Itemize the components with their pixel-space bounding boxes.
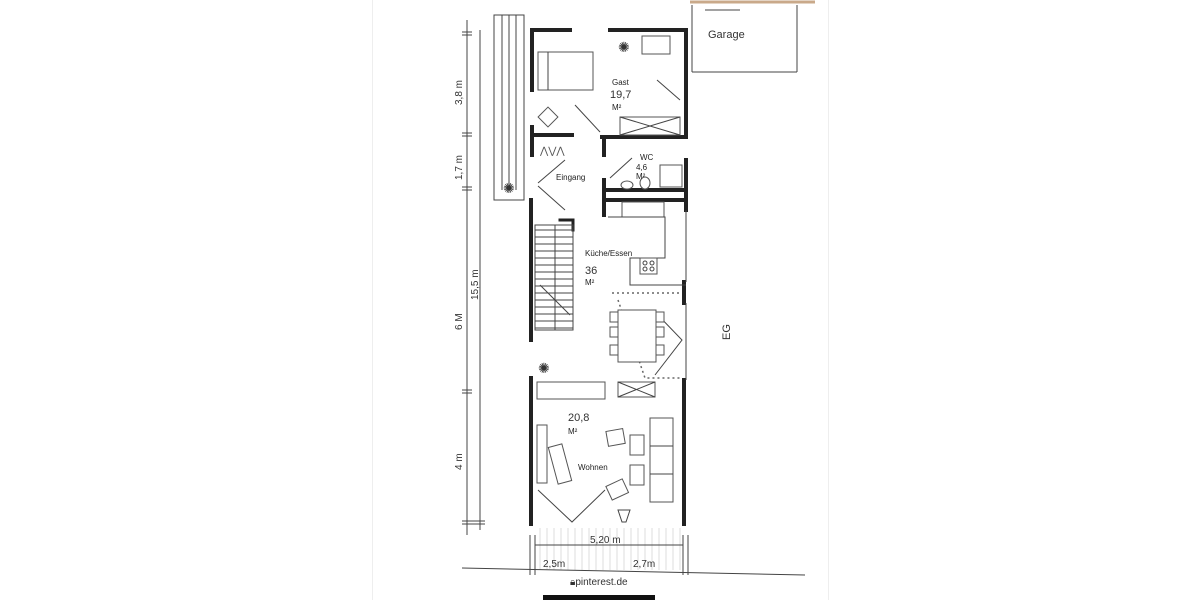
dim-2-5m: 2,5m [543, 559, 565, 570]
dim-2-7m: 2,7m [633, 559, 655, 570]
floor-label: EG [721, 324, 733, 340]
room-label-wc: WC [640, 153, 654, 162]
dim-15-5m: 15,5 m [470, 269, 481, 300]
room-label-garage: Garage [708, 29, 745, 41]
room-unit-kueche: M² [585, 278, 595, 287]
room-area-wohnen: 20,8 [568, 412, 589, 424]
source-text: pinterest.de [575, 577, 628, 588]
plant-icon: ✺ [503, 180, 515, 196]
dim-4m: 4 m [454, 453, 465, 470]
dimension-lines [461, 20, 806, 576]
guest-furniture: ✺ ⋀⋁⋀ [537, 35, 681, 157]
room-unit-wohnen: M² [568, 427, 578, 436]
dimension-labels: 3,8 m 1,7 m 15,5 m 6 M 4 m 5,20 m 2,5m 2… [454, 80, 655, 570]
dim-6m: 6 M [454, 313, 465, 330]
room-label-eingang: Eingang [556, 173, 585, 182]
room-label-wohnen: Wohnen [578, 463, 608, 472]
terrace [539, 528, 681, 570]
source-watermark: 🔒︎pinterest.de [570, 577, 628, 588]
garage: Garage [691, 5, 798, 73]
room-area-wc: 4,6 [636, 163, 648, 172]
garden-strip: ✺ [493, 14, 525, 201]
plant-icon: ✺ [538, 360, 550, 376]
page-edge-right [828, 0, 829, 600]
walls [529, 28, 688, 526]
plant-icon: ✺ [618, 39, 630, 55]
living-furniture [536, 381, 674, 523]
lock-icon: 🔒︎ [570, 577, 576, 588]
room-area-gast: 19,7 [610, 89, 631, 101]
room-unit-gast: M² [612, 103, 622, 112]
dim-1-7m: 1,7 m [454, 155, 465, 180]
dim-5-20m: 5,20 m [590, 535, 621, 546]
bottom-bar [543, 595, 655, 600]
page-edge-left [372, 0, 373, 600]
room-label-kueche: Küche/Essen [585, 249, 632, 258]
dim-3-8m: 3,8 m [454, 80, 465, 105]
wc-furniture [620, 164, 683, 190]
room-label-gast: Gast [612, 78, 630, 87]
kitchen-furniture: ✺ [538, 201, 686, 379]
room-area-kueche: 36 [585, 265, 597, 277]
staircase [534, 218, 575, 331]
room-unit-wc: M² [636, 172, 646, 181]
coat-rack-icon: ⋀⋁⋀ [539, 146, 565, 157]
room-labels: Gast 19,7 M² WC 4,6 M² Eingang Küche/Ess… [556, 78, 733, 472]
